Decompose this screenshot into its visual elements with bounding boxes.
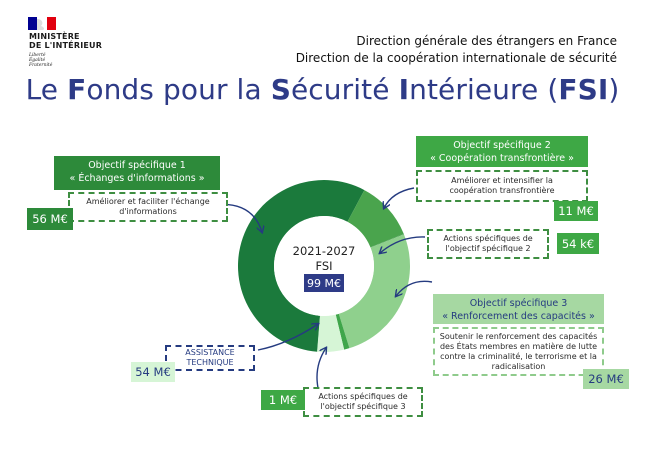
actions3-description-box: Actions spécifiques de l'objectif spécif… [303, 387, 423, 417]
actions2-amount: 54 k€ [557, 233, 599, 254]
arrow-actions3 [316, 348, 326, 389]
objective3-description-box: Soutenir le renforcement des capacités d… [433, 327, 604, 376]
actions3-desc-line: l'objectif spécifique 3 [320, 402, 406, 411]
arrow-actions2 [380, 236, 426, 253]
logo-motto-liberte: Liberté [29, 53, 46, 58]
objective2-title: Objectif spécifique 2 [453, 140, 551, 151]
objective2-subtitle: « Coopération transfrontière » [430, 153, 574, 164]
objective1-subtitle: « Échanges d'informations » [69, 173, 205, 184]
objective1-desc-line: d'informations [119, 207, 177, 216]
donut-segment-1 [347, 190, 404, 248]
actions3-desc-line: Actions spécifiques de [318, 392, 408, 401]
objective1-header: Objectif spécifique 1 « Échanges d'infor… [54, 156, 220, 190]
actions2-desc-line: l'objectif spécifique 2 [445, 244, 531, 253]
arrow-assistance [257, 324, 318, 351]
arrow-objective2 [384, 187, 415, 208]
objective1-amount: 56 M€ [27, 208, 73, 230]
objective3-title: Objectif spécifique 3 [469, 298, 568, 309]
objective2-desc-line: coopération transfrontière [449, 186, 555, 195]
center-period: 2021-2027 [292, 244, 356, 258]
objective1-description-box: Améliorer et faciliter l'échange d'infor… [68, 192, 228, 222]
donut-segment-2 [370, 233, 404, 248]
logo-ministry-line2: DE L'INTÉRIEUR [29, 41, 103, 50]
donut-segment-0 [237, 179, 365, 352]
donut-chart [237, 179, 410, 352]
objective3-header: Objectif spécifique 3 « Renforcement des… [433, 294, 604, 324]
donut-segment-5 [317, 314, 345, 352]
objective3-desc-line: des États membres en matière de lutte [439, 341, 598, 351]
title-part-bold: FSI [558, 73, 609, 106]
assistance-amount: 54 M€ [131, 362, 175, 382]
center-fund-label: FSI [315, 259, 333, 273]
title-part-bold: I [398, 73, 410, 106]
objective2-description-box: Améliorer et intensifier la coopération … [416, 170, 588, 202]
title-part-bold: F [67, 73, 87, 106]
donut-hole [274, 216, 374, 316]
objective3-desc-line: radicalisation [491, 361, 546, 371]
logo-motto-fraternite: Fraternité [29, 63, 53, 68]
actions3-amount: 1 M€ [261, 390, 305, 410]
assistance-description-box: ASSISTANCE TECHNIQUE [165, 345, 255, 371]
title-part: écurité [290, 73, 399, 106]
page-title: Le Fonds pour la Sécurité Intérieure (FS… [0, 73, 645, 106]
objective1-desc-line: Améliorer et faciliter l'échange [86, 197, 210, 206]
logo-motto-egalite: Égalité [29, 58, 46, 63]
objective3-subtitle: « Renforcement des capacités » [442, 311, 595, 322]
actions2-desc-line: Actions spécifiques de [443, 234, 533, 243]
assistance-desc-line: TECHNIQUE [186, 358, 234, 367]
assistance-desc-line: ASSISTANCE [185, 348, 235, 357]
logo-ministry-line1: MINISTÈRE [29, 32, 80, 41]
actions2-description-box: Actions spécifiques de l'objectif spécif… [427, 229, 549, 259]
title-part: onds pour la [86, 73, 271, 106]
title-part-bold: S [270, 73, 291, 106]
marianne-flag-icon [28, 17, 56, 30]
arrow-objective3 [396, 280, 433, 296]
title-part: ) [608, 73, 620, 106]
center-total-amount: 99 M€ [304, 274, 344, 292]
objective3-amount: 26 M€ [583, 369, 629, 389]
title-part: Le [25, 73, 68, 106]
objective3-desc-line: contre la criminalité, le terrorisme et … [440, 351, 597, 361]
objective2-desc-line: Améliorer et intensifier la [451, 176, 553, 185]
header-direction-line1: Direction générale des étrangers en Fran… [356, 34, 617, 48]
objective2-amount: 11 M€ [554, 201, 598, 221]
objective1-title: Objectif spécifique 1 [88, 160, 186, 171]
header-direction-line2: Direction de la coopération internationa… [295, 51, 617, 65]
title-part: ntérieure ( [409, 73, 559, 106]
donut-segment-4 [335, 313, 350, 350]
donut-segment-3 [338, 234, 410, 349]
objective3-desc-line: Soutenir le renforcement des capacités [439, 331, 598, 341]
objective2-header: Objectif spécifique 2 « Coopération tran… [416, 136, 588, 167]
